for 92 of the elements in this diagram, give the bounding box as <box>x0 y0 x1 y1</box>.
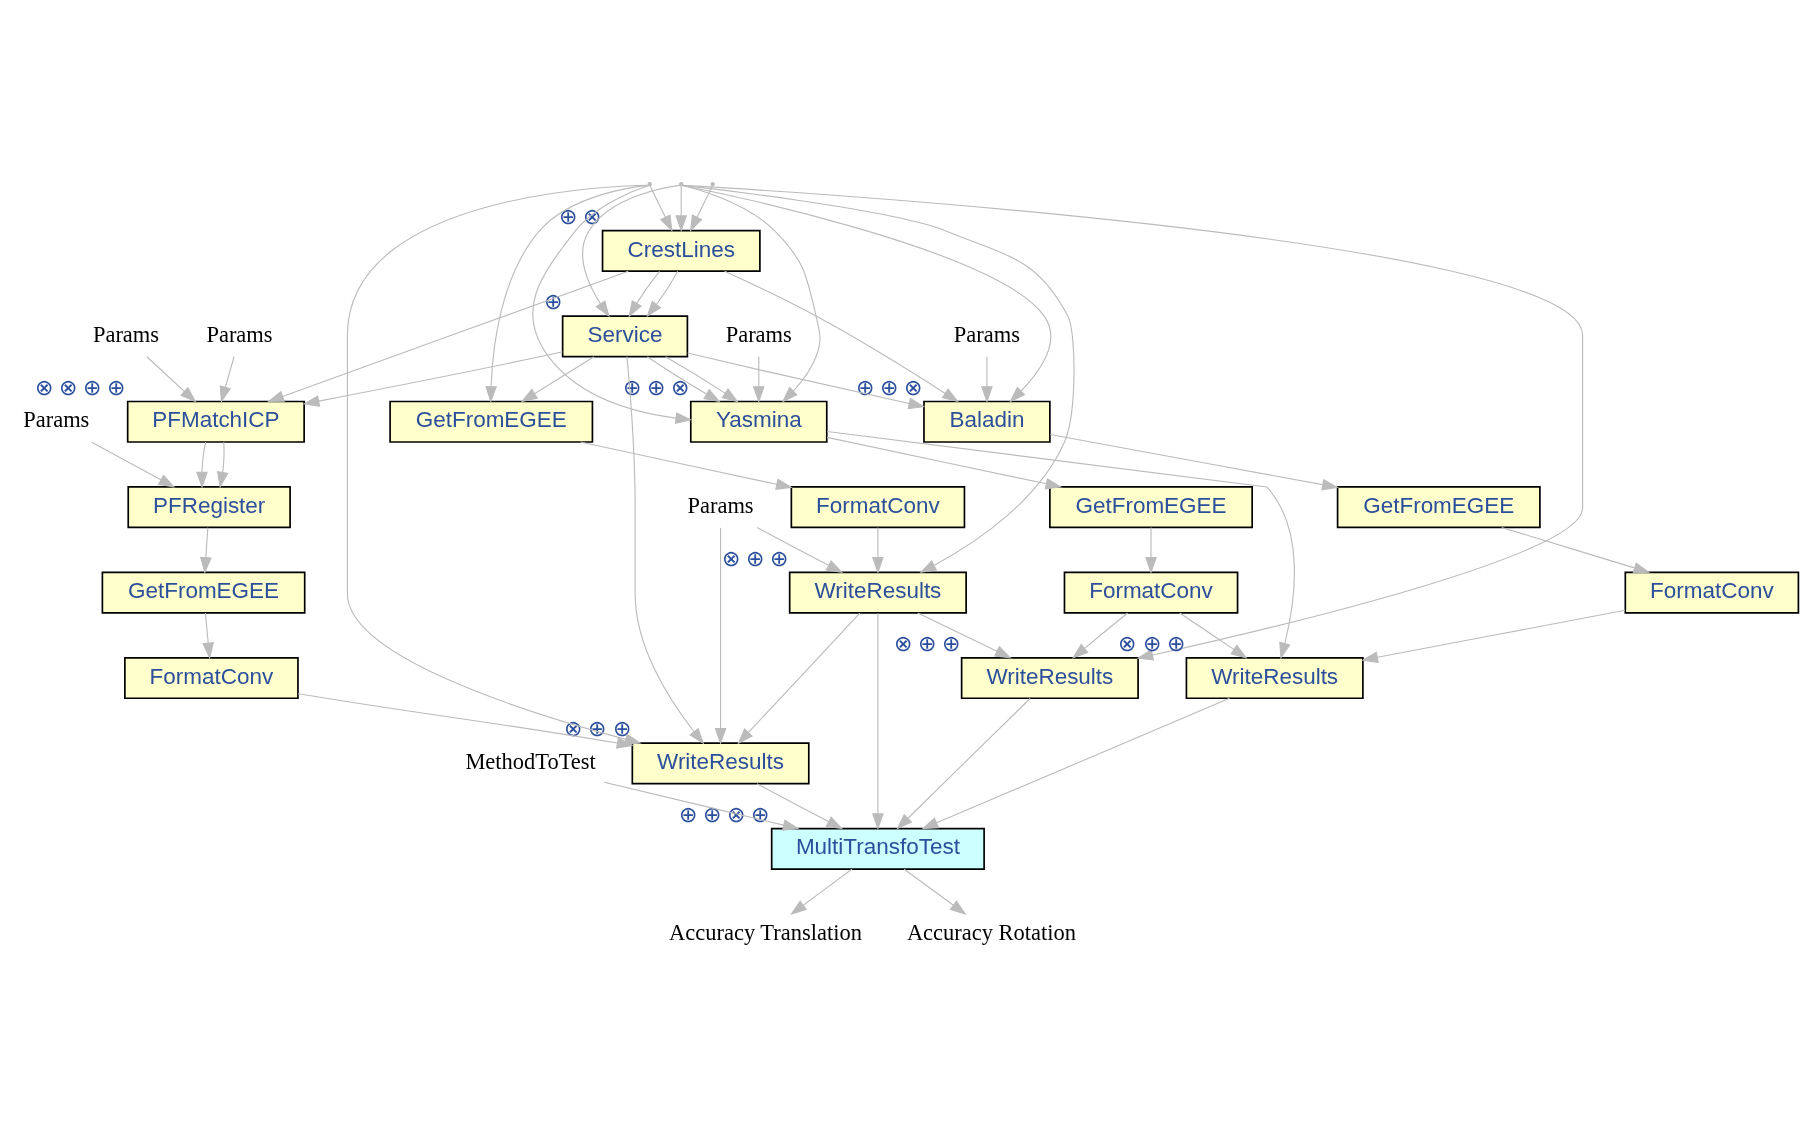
node-label: ⊗ ⊕ ⊕ <box>893 630 961 656</box>
arrow <box>872 526 884 574</box>
arrow <box>646 270 679 317</box>
arrow <box>790 868 853 915</box>
arrow <box>664 355 739 402</box>
arrow <box>216 441 229 489</box>
node-label: ⊗ ⊕ ⊕ <box>564 715 631 741</box>
node-label: ⊕ ⊗ <box>558 203 602 229</box>
arrow <box>681 184 1052 403</box>
node-label: ⊕ ⊕ ⊗ <box>622 374 690 400</box>
arrow <box>649 184 673 232</box>
node-text: Params <box>92 321 160 347</box>
arrow <box>1361 609 1626 663</box>
arrow <box>1145 526 1157 574</box>
arrow <box>1071 611 1129 659</box>
arrow <box>682 184 1584 661</box>
node-box: MultiTransfoTest <box>770 827 985 870</box>
arrow <box>646 355 721 402</box>
node-text: Accuracy Translation <box>669 919 862 945</box>
arrow <box>737 612 861 744</box>
node-box: FormatConv <box>124 656 299 699</box>
arrow <box>896 697 1031 830</box>
node-box: FormatConv <box>1063 571 1239 614</box>
arrow <box>981 355 993 403</box>
arrow <box>682 184 1075 573</box>
node-text: MethodToTest <box>465 748 596 774</box>
arrow <box>872 612 884 830</box>
node-label: ⊕ <box>544 288 563 314</box>
arrow <box>917 611 1012 658</box>
arrow <box>628 270 661 317</box>
arrow <box>579 441 793 490</box>
node-point <box>647 181 652 186</box>
arrow <box>1501 526 1651 573</box>
node-text: Params <box>725 321 792 347</box>
arrow <box>756 526 844 573</box>
arrow <box>826 430 1295 659</box>
arrow <box>1049 433 1339 490</box>
arrow <box>146 355 197 403</box>
node-box: GetFromEGEE <box>389 400 594 443</box>
arrow <box>1179 611 1248 659</box>
arrow <box>532 184 693 424</box>
node-box: WriteResults <box>788 571 967 614</box>
arrow <box>267 270 629 402</box>
node-box: WriteResults <box>960 656 1139 699</box>
node-box: FormatConv <box>790 485 966 528</box>
arrow <box>603 781 800 831</box>
node-box: Service <box>561 314 689 357</box>
node-text: Accuracy Rotation <box>906 919 1076 945</box>
node-box: WriteResults <box>1185 656 1364 699</box>
node-box: Baladin <box>923 400 1051 443</box>
arrow <box>826 436 1063 490</box>
arrow <box>714 526 727 745</box>
arrow <box>724 270 959 402</box>
arrow <box>196 441 208 489</box>
node-point <box>679 181 684 186</box>
arrow <box>91 441 176 488</box>
arrow <box>520 355 595 402</box>
node-box: PFMatchICP <box>126 400 305 443</box>
arrow <box>582 184 681 317</box>
node-text: Params <box>687 492 754 518</box>
node-box: GetFromEGEE <box>1336 485 1541 528</box>
node-text: Params <box>206 321 273 347</box>
arrow <box>485 184 650 403</box>
node-label: ⊗ ⊕ ⊕ <box>1118 630 1185 656</box>
node-box: WriteResults <box>631 741 810 784</box>
arrow <box>302 350 563 407</box>
arrow <box>202 611 215 659</box>
node-text: Params <box>953 321 1020 347</box>
node-label: ⊗ ⊕ ⊕ <box>721 545 789 571</box>
node-label: ⊗ ⊗ ⊕ ⊕ <box>34 374 126 400</box>
node-text: Params <box>23 406 90 432</box>
arrow <box>219 355 235 403</box>
arrow <box>921 697 1231 829</box>
arrow <box>297 692 634 749</box>
arrow <box>689 184 713 232</box>
node-box: GetFromEGEE <box>1049 485 1253 528</box>
arrow <box>626 355 705 744</box>
node-box: CrestLines <box>601 229 761 272</box>
node-box: GetFromEGEE <box>101 571 306 614</box>
arrow <box>752 355 765 403</box>
arrow <box>687 351 926 409</box>
arrow <box>756 782 844 829</box>
arrow <box>675 184 688 232</box>
arrow <box>681 184 821 403</box>
arrow <box>199 526 212 574</box>
node-label: ⊕ ⊕ ⊗ ⊕ <box>678 801 770 827</box>
node-box: FormatConv <box>1624 571 1800 614</box>
node-point <box>710 181 715 186</box>
node-box: PFRegister <box>127 485 291 528</box>
arrow <box>903 868 967 915</box>
node-box: Yasmina <box>689 400 828 443</box>
node-label: ⊕ ⊕ ⊗ <box>855 374 923 400</box>
